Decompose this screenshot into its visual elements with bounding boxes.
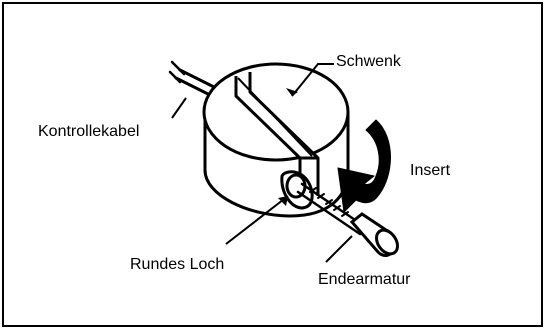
leader-swivel <box>291 63 334 97</box>
leader-lines <box>171 63 353 263</box>
label-round-hole: Rundes Loch <box>130 256 225 273</box>
label-insert: Insert <box>410 162 451 179</box>
label-swivel: Schwenk <box>336 53 401 70</box>
swivel-cylinder <box>202 62 350 218</box>
leader-arrowheads <box>278 88 298 206</box>
insert-arrow <box>337 119 391 213</box>
label-end-fitting: Endearmatur <box>318 271 411 288</box>
leader-end-fitting <box>325 235 353 263</box>
end-fitting <box>349 212 399 257</box>
leader-round-hole <box>225 195 289 245</box>
leader-control-cable <box>171 97 187 119</box>
label-control-cable: Kontrollekabel <box>38 123 140 140</box>
